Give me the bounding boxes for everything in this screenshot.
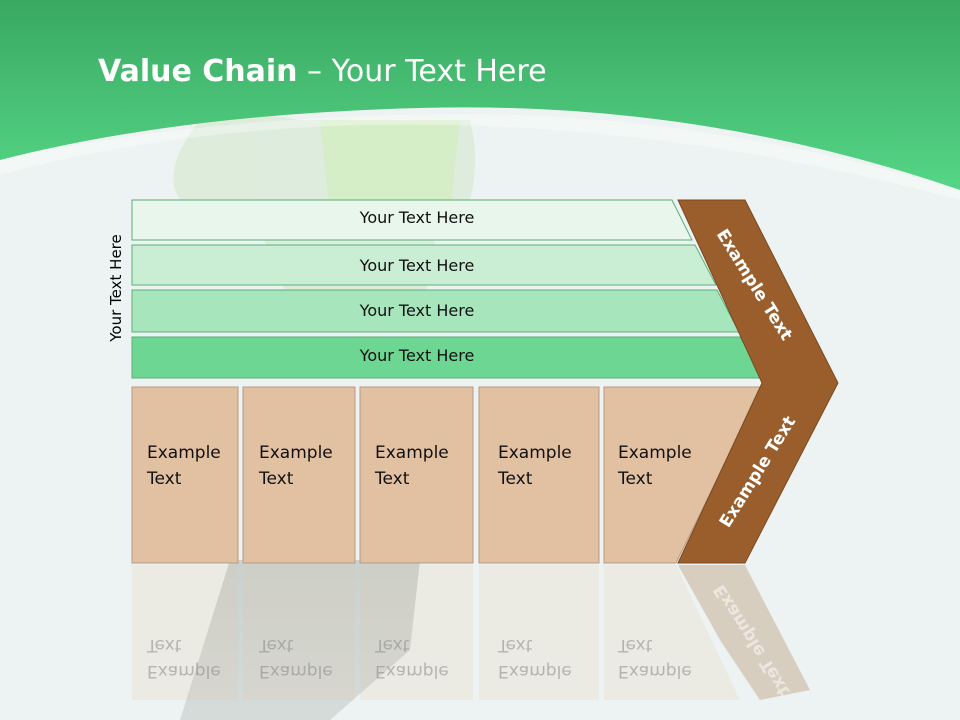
- box-5-reflection-line-1: Example: [618, 661, 692, 681]
- activity-box-reflection-5: [604, 565, 740, 700]
- box-4-line-2: Text: [498, 469, 533, 489]
- title-rest: – Your Text Here: [297, 54, 547, 89]
- box-text-4: Example Text: [498, 440, 572, 492]
- box-1-line-2: Text: [147, 469, 182, 489]
- box-text-2: Example Text: [259, 440, 333, 492]
- activity-box-reflection-4: [479, 565, 599, 700]
- box-2-reflection-line-2: Text: [259, 635, 294, 655]
- box-reflection-text-1: Example Text: [147, 632, 221, 684]
- activity-box-4: [478, 386, 600, 564]
- box-5-reflection-line-2: Text: [618, 635, 653, 655]
- box-1-reflection-line-1: Example: [147, 661, 221, 681]
- activity-box-2: [242, 386, 356, 564]
- box-1-line-1: Example: [147, 443, 221, 463]
- activity-box-1: [131, 386, 239, 564]
- title-bold: Value Chain: [98, 54, 298, 89]
- margin-chevron: [677, 199, 839, 564]
- box-4-line-1: Example: [498, 443, 572, 463]
- activity-box-reflection-2: [243, 565, 355, 700]
- row-label-2: Your Text Here: [359, 256, 475, 275]
- slide-title: Value Chain – Your Text Here: [98, 54, 547, 89]
- row-band-2: [131, 244, 717, 286]
- box-text-5: Example Text: [618, 440, 692, 492]
- box-3-line-2: Text: [375, 469, 410, 489]
- box-5-line-1: Example: [618, 443, 692, 463]
- box-3-reflection-line-2: Text: [375, 635, 410, 655]
- header-swoosh: [0, 113, 960, 200]
- row-label-4: Your Text Here: [359, 346, 475, 365]
- row-label-3: Your Text Here: [359, 301, 475, 320]
- header-band: [0, 0, 960, 190]
- activity-box-reflection-3: [360, 565, 473, 700]
- box-2-reflection-line-1: Example: [259, 661, 333, 681]
- box-5-line-2: Text: [618, 469, 653, 489]
- box-1-reflection-line-2: Text: [147, 635, 182, 655]
- box-reflection-text-3: Example Text: [375, 632, 449, 684]
- activity-box-5: [603, 386, 763, 564]
- box-3-line-1: Example: [375, 443, 449, 463]
- activity-box-3: [359, 386, 474, 564]
- margin-chevron-reflection: [678, 565, 810, 700]
- box-text-1: Example Text: [147, 440, 221, 492]
- box-reflection-text-5: Example Text: [618, 632, 692, 684]
- box-2-line-2: Text: [259, 469, 294, 489]
- box-text-3: Example Text: [375, 440, 449, 492]
- box-2-line-1: Example: [259, 443, 333, 463]
- row-label-1: Your Text Here: [359, 208, 475, 227]
- box-3-reflection-line-1: Example: [375, 661, 449, 681]
- box-reflection-text-4: Example Text: [498, 632, 572, 684]
- activity-box-reflection-1: [132, 565, 238, 700]
- box-reflection-text-2: Example Text: [259, 632, 333, 684]
- row-band-1: [131, 199, 693, 241]
- box-4-reflection-line-1: Example: [498, 661, 572, 681]
- box-4-reflection-line-2: Text: [498, 635, 533, 655]
